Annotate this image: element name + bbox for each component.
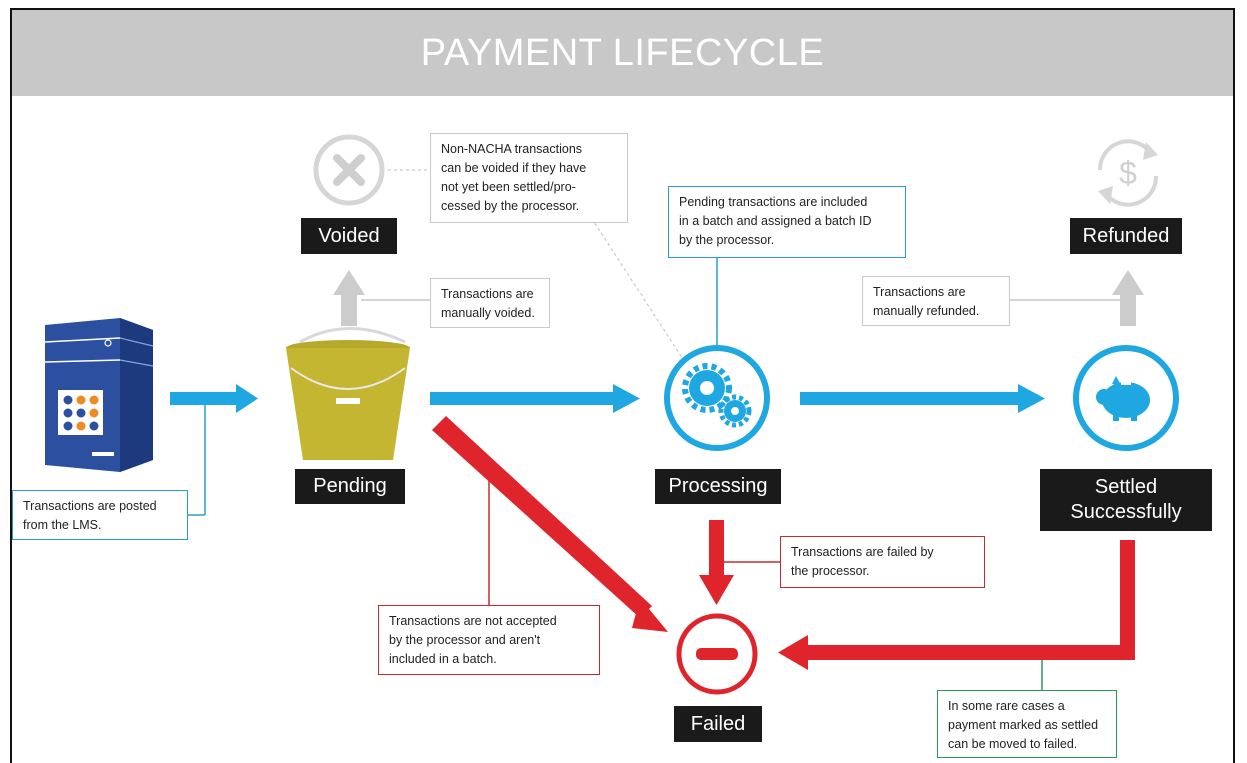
note-manually-voided: Transactions are manually voided. — [430, 278, 550, 328]
state-processing-label: Processing — [655, 469, 781, 504]
note-manually-refunded: Transactions are manually refunded. — [862, 276, 1010, 326]
note-rare-cases: In some rare cases a payment marked as s… — [937, 690, 1117, 758]
header-bar: PAYMENT LIFECYCLE — [12, 10, 1233, 96]
state-voided-label: Voided — [301, 218, 397, 254]
note-failed-by-processor: Transactions are failed by the processor… — [780, 536, 985, 588]
minus-circle-icon — [676, 613, 758, 695]
note-batched: Pending transactions are included in a b… — [668, 186, 906, 258]
state-failed-label: Failed — [674, 706, 762, 742]
connector-lines — [188, 169, 1128, 690]
state-refunded-label: Refunded — [1070, 218, 1182, 254]
blue-flow-arrows — [170, 384, 1045, 413]
piggy-bank-icon — [1073, 345, 1179, 451]
note-not-accepted: Transactions are not accepted by the pro… — [378, 605, 600, 675]
bucket-icon — [286, 327, 410, 460]
svg-text:$: $ — [1119, 155, 1137, 191]
server-icon — [44, 318, 154, 472]
red-fail-arrows — [432, 416, 1135, 670]
page-title: PAYMENT LIFECYCLE — [420, 32, 825, 74]
gears-icon — [664, 345, 770, 451]
note-posted-from-lms: Transactions are posted from the LMS. — [12, 490, 188, 540]
gray-up-arrows — [333, 270, 1144, 326]
state-settled-label: Settled Successfully — [1040, 469, 1212, 531]
refund-dollar-icon: $ — [1097, 139, 1159, 207]
note-non-nacha-void: Non-NACHA transactions can be voided if … — [430, 133, 628, 223]
x-circle-icon — [313, 134, 385, 206]
state-pending-label: Pending — [295, 469, 405, 504]
